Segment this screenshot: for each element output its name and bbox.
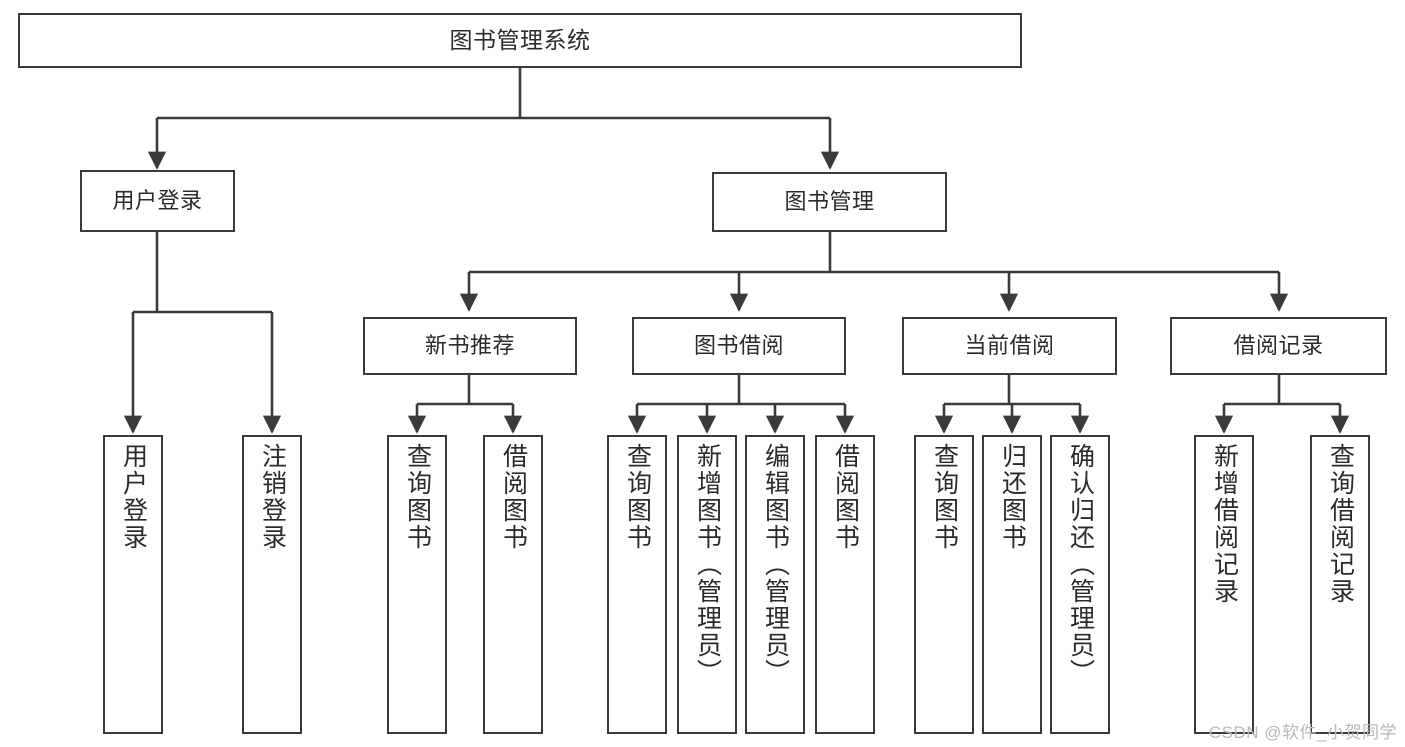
node-label: 用户登录 [119, 443, 148, 551]
node-label: 当前借阅 [964, 333, 1055, 359]
node-book-management-system[interactable]: 图书管理系统 [18, 13, 1022, 68]
node-user-login[interactable]: 用户登录 [80, 170, 235, 232]
node-label: 注销登录 [258, 443, 287, 551]
node-label: 查询借阅记录 [1326, 443, 1355, 605]
node-current-borrow[interactable]: 当前借阅 [902, 317, 1117, 375]
node-book-borrow[interactable]: 图书借阅 [632, 317, 846, 375]
node-label: 图书借阅 [693, 333, 784, 359]
node-label: 新增借阅记录 [1210, 443, 1239, 605]
node-label: 编辑图书（管理员） [761, 443, 790, 686]
node-label: 图书管理系统 [449, 26, 591, 53]
leaf-borrow-add-book-admin[interactable]: 新增图书（管理员） [677, 435, 737, 734]
node-label: 借阅记录 [1233, 333, 1324, 359]
node-label: 查询图书 [930, 443, 959, 551]
node-label: 图书管理 [784, 189, 875, 215]
node-label: 借阅图书 [499, 443, 528, 551]
leaf-current-query-book[interactable]: 查询图书 [914, 435, 974, 734]
leaf-recommend-query-book[interactable]: 查询图书 [387, 435, 447, 734]
leaf-user-login-signout[interactable]: 注销登录 [242, 435, 302, 734]
leaf-user-login-signin[interactable]: 用户登录 [103, 435, 163, 734]
leaf-borrow-borrow-book[interactable]: 借阅图书 [815, 435, 875, 734]
node-label: 新增图书（管理员） [693, 443, 722, 686]
csdn-watermark: CSDN @软件_小贺同学 [1208, 723, 1397, 742]
leaf-borrow-edit-book-admin[interactable]: 编辑图书（管理员） [745, 435, 805, 734]
leaf-record-add-record[interactable]: 新增借阅记录 [1194, 435, 1254, 734]
node-book-management[interactable]: 图书管理 [712, 172, 947, 232]
node-label: 查询图书 [623, 443, 652, 551]
node-new-book-recommend[interactable]: 新书推荐 [363, 317, 577, 375]
node-label: 归还图书 [998, 443, 1027, 551]
leaf-recommend-borrow-book[interactable]: 借阅图书 [483, 435, 543, 734]
node-label: 借阅图书 [831, 443, 860, 551]
leaf-record-query-record[interactable]: 查询借阅记录 [1310, 435, 1370, 734]
node-label: 查询图书 [403, 443, 432, 551]
node-borrow-record[interactable]: 借阅记录 [1170, 317, 1387, 375]
node-label: 确认归还（管理员） [1066, 443, 1095, 686]
node-label: 用户登录 [112, 188, 203, 214]
leaf-current-return-book[interactable]: 归还图书 [982, 435, 1042, 734]
leaf-borrow-query-book[interactable]: 查询图书 [607, 435, 667, 734]
node-label: 新书推荐 [424, 333, 515, 359]
leaf-current-confirm-return-admin[interactable]: 确认归还（管理员） [1050, 435, 1110, 734]
